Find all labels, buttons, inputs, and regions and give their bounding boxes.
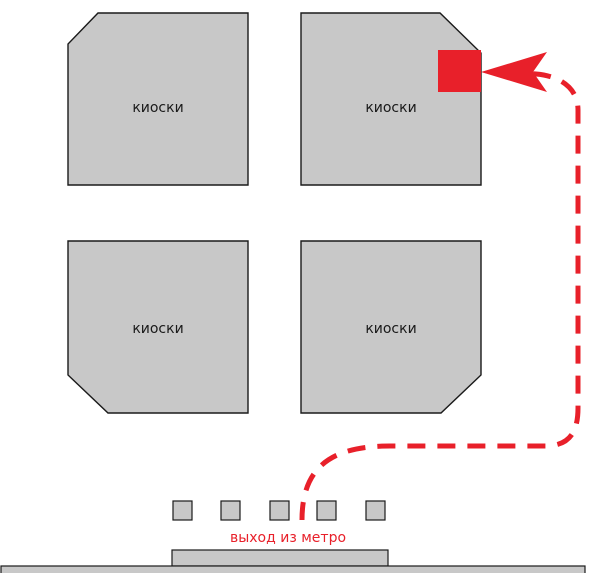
kiosk-shape [67, 12, 249, 186]
kiosk-block-top-left: киоски [67, 12, 249, 186]
metro-exit-label: выход из метро [230, 530, 346, 546]
exit-square [269, 500, 290, 521]
kiosk-label: киоски [132, 100, 183, 116]
kiosk-shape [300, 240, 482, 414]
kiosk-shape [300, 12, 482, 186]
kiosk-block-bottom-right: киоски [300, 240, 482, 414]
kiosk-block-bottom-left: киоски [67, 240, 249, 414]
kiosk-label: киоски [365, 100, 416, 116]
route-dashed-line [299, 69, 581, 521]
exit-doorway [171, 549, 389, 567]
kiosk-shape [67, 240, 249, 414]
exit-square [316, 500, 337, 521]
station-wall [0, 565, 586, 573]
kiosk-block-top-right: киоски [300, 12, 482, 186]
exit-square [220, 500, 241, 521]
exit-squares [172, 500, 386, 521]
kiosk-label: киоски [365, 321, 416, 337]
kiosk-label: киоски [132, 321, 183, 337]
exit-square [172, 500, 193, 521]
arrow-left-icon [481, 52, 547, 92]
square-marker-icon [438, 50, 481, 92]
exit-square [365, 500, 386, 521]
